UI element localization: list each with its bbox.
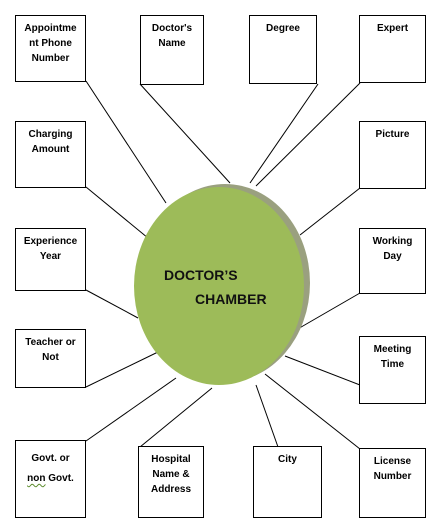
connector-expert <box>255 82 361 187</box>
connector-meeting-time <box>284 355 361 386</box>
center-title-line2: CHAMBER <box>195 291 267 307</box>
connector-doctor-name <box>139 83 231 184</box>
box-doctor-name: Doctor's Name <box>140 15 204 85</box>
connector-charging-amount <box>85 186 149 239</box>
govt-line1: Govt. or <box>31 453 70 464</box>
box-hospital: Hospital Name & Address <box>138 446 204 518</box>
connector-degree <box>249 83 319 184</box>
connector-working-day <box>295 292 361 331</box>
box-working-day: Working Day <box>359 228 426 294</box>
box-city: City <box>253 446 322 518</box>
box-teacher: Teacher or Not <box>15 329 86 388</box>
connector-city <box>255 384 279 448</box>
connector-experience-year <box>85 289 139 319</box>
connector-teacher <box>85 351 159 388</box>
box-appointment-phone: Appointme nt Phone Number <box>15 15 86 82</box>
chamber-circle <box>134 187 304 385</box>
box-meeting-time: Meeting Time <box>359 336 426 404</box>
connector-picture <box>299 187 361 236</box>
box-picture: Picture <box>359 121 426 189</box>
box-charging-amount: Charging Amount <box>15 121 86 188</box>
connector-govt <box>85 377 177 442</box>
connector-license <box>264 373 361 450</box>
box-govt: Govt. or non Govt. <box>15 440 86 518</box>
box-expert: Expert <box>359 15 426 83</box>
box-license: License Number <box>359 448 426 518</box>
connector-lines <box>85 80 361 450</box>
box-experience-year: Experience Year <box>15 228 86 291</box>
connector-hospital <box>139 387 213 448</box>
govt-line2: non Govt. <box>16 469 85 489</box>
govt-line2-suffix: Govt. <box>45 473 74 484</box>
box-degree: Degree <box>249 15 317 84</box>
govt-line2-prefix: non <box>27 473 46 484</box>
connector-appointment-phone <box>85 80 167 204</box>
center-title-line1: DOCTOR’S <box>164 267 238 283</box>
